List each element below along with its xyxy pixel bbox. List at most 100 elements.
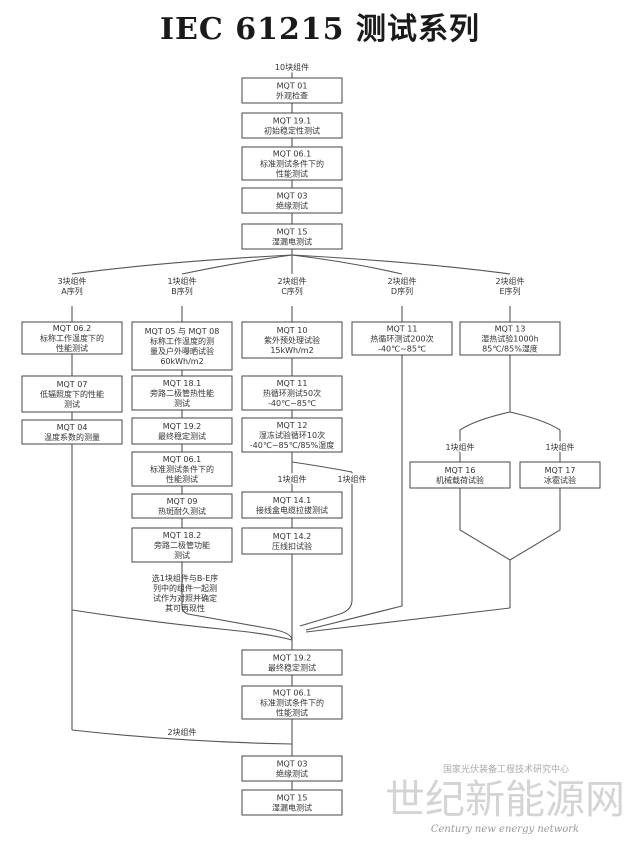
label-top: 10块组件: [275, 62, 309, 72]
label-note-2: 试作为对照并确定: [153, 593, 217, 603]
box-b061b-text-1: 标准测试条件下的: [150, 464, 214, 474]
label-colA-1: A序列: [61, 286, 82, 296]
box-c12-text-0: MQT 12: [277, 421, 308, 430]
label-colE-0: 2块组件: [495, 276, 524, 286]
box-d11-text-0: MQT 11: [387, 325, 418, 334]
box-a07-text-1: 低辐照度下的性能: [40, 389, 104, 399]
box-d11-text-2: -40℃~85℃: [378, 345, 426, 354]
box-c10-text-0: MQT 10: [277, 326, 308, 335]
box-a07-frame: [21, 375, 123, 413]
box-c10-text-2: 15kWh/m2: [270, 346, 313, 355]
label-c2: 1块组件: [337, 474, 366, 484]
label-colC-1: C序列: [281, 286, 303, 296]
box-b182-frame: [131, 527, 233, 563]
box-a062-frame: [21, 321, 123, 355]
box-b01-text-0: MQT 01: [277, 82, 308, 91]
connector-lines: [71, 72, 561, 790]
box-c141-text-1: 接线盒电缆拉拔测试: [256, 505, 328, 515]
box-b0508-text-3: 60kWh/m2: [160, 357, 203, 366]
page-title: IEC 61215 测试系列: [159, 12, 481, 47]
label-colB-1: B序列: [171, 286, 193, 296]
box-f192-frame: [241, 649, 343, 676]
box-c11-text-1: 热循环测试50次: [263, 388, 321, 398]
box-b15a-text-0: MQT 15: [277, 228, 308, 237]
box-b191-text-1: 初始稳定性测试: [264, 126, 320, 136]
box-b192b-text-0: MQT 19.2: [163, 422, 201, 431]
label-note-3: 其可再现性: [165, 603, 205, 613]
box-b191-text-0: MQT 19.1: [273, 117, 311, 126]
box-f03-text-0: MQT 03: [277, 760, 308, 769]
box-b061b-text-0: MQT 06.1: [163, 455, 201, 464]
label-colD-1: D序列: [391, 286, 413, 296]
box-b061b-frame: [131, 451, 233, 487]
box-a04-text-1: 温度系数的测量: [44, 432, 100, 442]
box-b03a-text-0: MQT 03: [277, 192, 308, 201]
box-a07-text-2: 测试: [64, 399, 80, 409]
box-e17-text-1: 冰雹试验: [544, 475, 576, 485]
box-b181-frame: [131, 375, 233, 411]
box-f15-frame: [241, 789, 343, 816]
box-c10-frame: [241, 321, 343, 359]
box-e13-frame: [459, 321, 561, 356]
box-e17-frame: [519, 461, 601, 489]
box-a07-text-0: MQT 07: [57, 380, 88, 389]
box-c142-text-0: MQT 14.2: [273, 532, 311, 541]
box-f192-text-0: MQT 19.2: [273, 654, 311, 663]
watermark-sub-text: Century new energy network: [431, 824, 579, 835]
box-c12-text-2: -40℃~85℃/85%湿度: [250, 440, 334, 450]
box-d11-frame: [351, 321, 453, 356]
flow-labels: 10块组件3块组件A序列1块组件B序列2块组件C序列2块组件D序列2块组件E序列…: [56, 61, 576, 739]
box-c11-text-2: -40℃~85℃: [268, 399, 316, 408]
label-colE-1: E序列: [499, 286, 520, 296]
box-c12-frame: [241, 417, 343, 453]
box-b061b-text-2: 性能测试: [166, 474, 198, 484]
box-c141-frame: [241, 491, 343, 519]
box-f192-text-1: 最终稳定测试: [268, 663, 316, 673]
label-c1: 1块组件: [277, 474, 306, 484]
box-b0508-frame: [131, 321, 233, 371]
box-e17-text-0: MQT 17: [545, 466, 576, 475]
box-b182-text-1: 旁路二极管功能: [154, 540, 210, 550]
box-e16-text-1: 机械载荷试验: [436, 475, 484, 485]
box-c142-frame: [241, 527, 343, 555]
box-a062-text-2: 性能测试: [56, 343, 88, 353]
label-colD-0: 2块组件: [387, 276, 416, 286]
box-f061-text-0: MQT 06.1: [273, 689, 311, 698]
box-b061a-text-2: 性能测试: [276, 169, 308, 179]
label-colC-0: 2块组件: [277, 276, 306, 286]
box-b181-text-0: MQT 18.1: [163, 379, 201, 388]
label-two: 2块组件: [167, 727, 196, 737]
box-e16-frame: [409, 461, 511, 489]
box-b03a-frame: [241, 187, 343, 214]
box-b03a-text-1: 绝缘测试: [276, 201, 308, 211]
box-b061a-text-0: MQT 06.1: [273, 150, 311, 159]
box-f15-text-0: MQT 15: [277, 794, 308, 803]
box-e16-text-0: MQT 16: [445, 466, 476, 475]
box-b0508-text-1: 标称工作温度的测: [150, 336, 214, 346]
box-c11-text-0: MQT 11: [277, 379, 308, 388]
box-e13-text-1: 湿热试验1000h: [481, 334, 538, 344]
box-b191-frame: [241, 112, 343, 139]
label-note-1: 列中的组件一起测: [153, 583, 217, 593]
box-b09-text-1: 热斑耐久测试: [158, 506, 206, 516]
